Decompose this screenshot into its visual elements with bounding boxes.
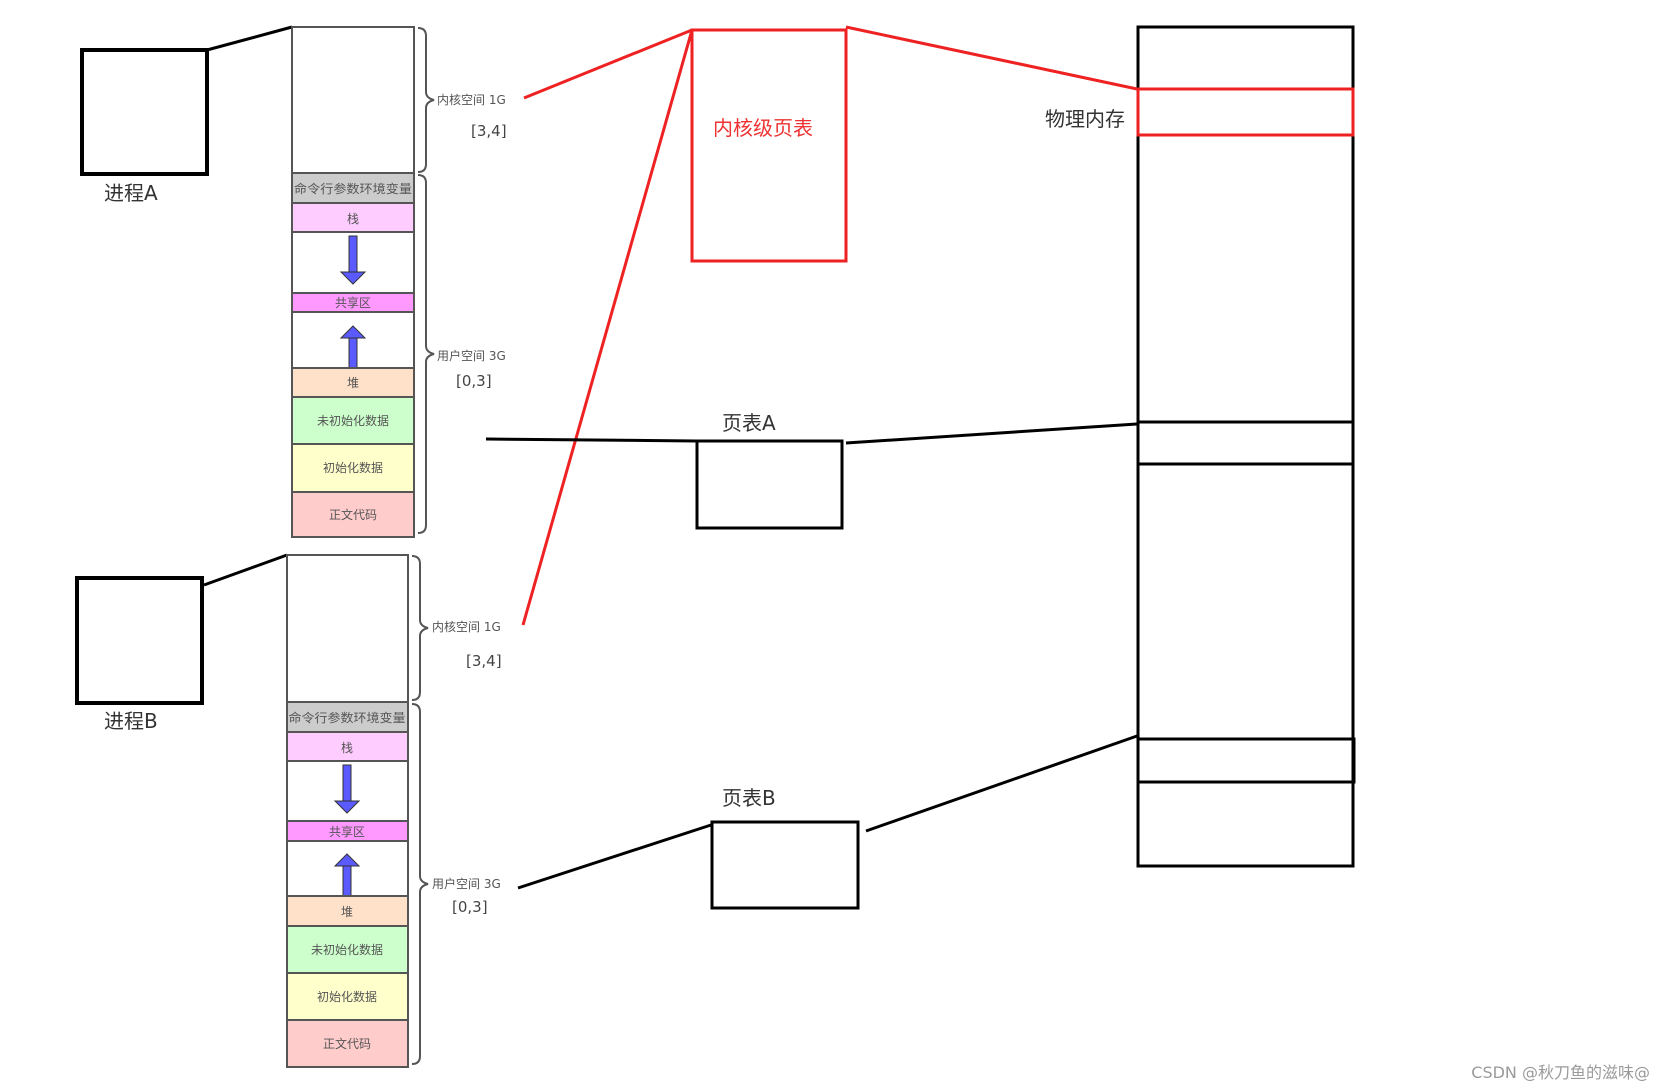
- user-space-label-b: 用户空间 3G: [432, 876, 501, 891]
- bss-label-a: 未初始化数据: [317, 413, 389, 428]
- process-a-box: [80, 48, 209, 176]
- kernel-a-to-kpt-line: [523, 28, 693, 100]
- text-segment-a: [291, 491, 415, 538]
- cmdline-label-b: 命令行参数环境变量: [289, 710, 406, 725]
- kernel-space-label-b: 内核空间 1G: [432, 620, 501, 634]
- process-b-to-space-line: [203, 553, 288, 587]
- pta-to-phys-line: [845, 422, 1138, 445]
- user-a-to-pta-line: [485, 437, 697, 443]
- page-table-b-label: 页表B: [722, 786, 776, 810]
- phys-kernel-region: [1136, 87, 1355, 137]
- page-table-b-box: [710, 820, 860, 910]
- page-table-a-group: 页表A: [485, 411, 1138, 530]
- kernel-range-a: [3,4]: [471, 122, 507, 140]
- user-brace-b: [411, 703, 429, 1065]
- bss-segment-a: [291, 396, 415, 445]
- data-segment-a: [291, 443, 415, 493]
- physical-memory-label: 物理内存: [1045, 107, 1125, 131]
- phys-region-b: [1136, 737, 1356, 784]
- kernel-page-table-box: [690, 28, 848, 263]
- heap-segment-a: [291, 367, 415, 398]
- process-a-label: 进程A: [104, 181, 158, 205]
- shared-label-a: 共享区: [335, 295, 371, 310]
- kernel-range-b: [3,4]: [466, 652, 502, 670]
- user-space-label-a: 用户空间 3G: [437, 348, 506, 363]
- kernel-b-to-kpt-line: [521, 29, 694, 626]
- user-range-b: [0,3]: [452, 898, 488, 916]
- page-table-a-box: [695, 439, 844, 530]
- process-b-box: [75, 576, 204, 705]
- process-a-group: 进程A 命令行参数环境变量 栈 共享区 堆 未初始化数据: [80, 25, 507, 538]
- stack-label-a: 栈: [347, 211, 359, 226]
- heap-label-a: 堆: [347, 376, 359, 390]
- data-segment-b: [286, 972, 409, 1021]
- cmdline-segment-b: [286, 701, 409, 733]
- text-segment-b: [286, 1019, 409, 1068]
- text-label-b: 正文代码: [323, 1036, 371, 1051]
- address-space-a: 命令行参数环境变量 栈 共享区 堆 未初始化数据 初始化数据 正文代码: [291, 26, 415, 538]
- user-range-a: [0,3]: [456, 372, 492, 390]
- watermark: CSDN @秋刀鱼的滋味@: [1471, 1063, 1650, 1082]
- kernel-space-segment-a: [291, 26, 415, 174]
- page-table-b-group: 页表B: [517, 734, 1138, 910]
- heap-label-b: 堆: [341, 905, 353, 919]
- data-label-b: 初始化数据: [317, 989, 377, 1004]
- page-table-a-label: 页表A: [722, 411, 776, 435]
- stack-label-b: 栈: [341, 740, 353, 755]
- data-label-a: 初始化数据: [323, 460, 383, 475]
- process-b-label: 进程B: [104, 709, 158, 733]
- bss-label-b: 未初始化数据: [311, 942, 383, 957]
- phys-region-a: [1136, 420, 1355, 466]
- user-b-to-ptb-line: [517, 823, 712, 890]
- arrow-down-icon: [333, 764, 361, 814]
- kernel-page-table-label: 内核级页表: [713, 116, 813, 140]
- kernel-space-label-a: 内核空间 1G: [437, 93, 506, 107]
- kernel-brace-b: [411, 555, 429, 701]
- bss-segment-b: [286, 925, 409, 974]
- shared-label-b: 共享区: [329, 824, 365, 839]
- cmdline-label-a: 命令行参数环境变量: [294, 181, 412, 196]
- address-space-b: 命令行参数环境变量 栈 共享区 堆 未初始化数据 初始化数据 正文代码: [286, 554, 409, 1068]
- text-label-a: 正文代码: [329, 507, 377, 522]
- kernel-page-table-group: 内核级页表: [521, 25, 1138, 626]
- ptb-to-phys-line: [865, 734, 1138, 833]
- process-a-to-space-line: [206, 25, 293, 52]
- kpt-to-phys-line: [845, 25, 1138, 91]
- kernel-brace-a: [417, 27, 435, 173]
- user-brace-a: [417, 174, 435, 534]
- process-b-group: 进程B 命令行参数环境变量 栈 共享区 堆 未初始化数据: [75, 553, 502, 1068]
- arrow-down-icon: [339, 235, 367, 285]
- physical-memory-group: 物理内存: [1045, 25, 1356, 868]
- kernel-space-segment-b: [286, 554, 409, 703]
